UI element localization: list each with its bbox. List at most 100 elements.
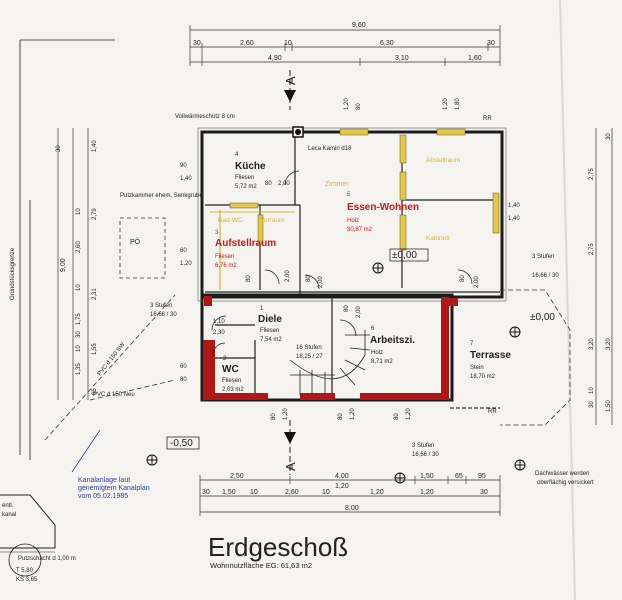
svg-text:oberflächig versickert: oberflächig versickert xyxy=(537,480,594,486)
dim-top-r1-e: 30 xyxy=(487,40,495,47)
svg-text:2,00: 2,00 xyxy=(285,270,291,282)
old-label-abstellraum: Abstellraum xyxy=(426,157,460,164)
stairs-left-dim: 16,66 / 30 xyxy=(150,312,177,318)
dim-top-r2-c: 1,60 xyxy=(468,55,482,62)
room-area-diele: 7,54 m2 xyxy=(260,337,282,343)
dachwasser-note: Dachwässer werden oberflächig versickert xyxy=(535,471,594,486)
dim-left-10: 1,35 xyxy=(76,363,82,375)
property-boundary: Grundstücksgrenze xyxy=(10,39,115,460)
window-dims: 1,20 80 1,20 1,80 90 1,40 60 1,20 1,40 1… xyxy=(180,98,520,420)
yellow-openings xyxy=(229,128,500,251)
svg-text:7: 7 xyxy=(470,341,474,347)
room-area-arbeitszimmer: 8,71 m2 xyxy=(371,359,393,365)
svg-text:1,40: 1,40 xyxy=(508,203,520,209)
room-kuche: 4 Küche Fliesen 5,72 m2 xyxy=(235,152,266,190)
old-label-kabinett: Kabinett xyxy=(426,235,450,242)
room-wc: 2 WC Fliesen 2,03 m2 xyxy=(222,356,244,393)
svg-text:3,20: 3,20 xyxy=(589,338,595,350)
plan-subtitle: Wohnnutzfläche EG: 61,63 m2 xyxy=(210,561,312,570)
svg-text:10: 10 xyxy=(322,489,330,496)
stairs-right-label: 3 Stufen xyxy=(532,254,554,260)
svg-text:kanal: kanal xyxy=(2,512,16,518)
svg-text:30: 30 xyxy=(606,133,612,140)
svg-text:80: 80 xyxy=(246,275,252,282)
svg-text:4: 4 xyxy=(235,152,239,158)
level-marker-right xyxy=(514,459,526,471)
insulation-outline xyxy=(197,127,507,302)
dim-left-0: 30 xyxy=(56,145,62,152)
svg-text:95: 95 xyxy=(478,473,486,480)
svg-text:1,40: 1,40 xyxy=(508,216,520,222)
svg-text:Fliesen: Fliesen xyxy=(260,328,279,334)
svg-text:80: 80 xyxy=(271,413,277,420)
dim-top-r1-b: 2,60 xyxy=(240,40,254,47)
svg-text:genemigtem Kanalplan: genemigtem Kanalplan xyxy=(78,485,150,492)
svg-text:1,50: 1,50 xyxy=(420,473,434,480)
room-arbeitszimmer: 6 Arbeitszi. Holz 8,71 m2 xyxy=(370,326,415,365)
svg-text:2,00: 2,00 xyxy=(356,306,362,318)
dim-top-overall: 9,60 xyxy=(352,22,366,29)
dim-top-r1-a: 30 xyxy=(193,40,201,47)
room-name-aufstellraum: Aufstellraum xyxy=(215,238,276,249)
svg-text:30: 30 xyxy=(480,489,488,496)
svg-text:2,00: 2,00 xyxy=(474,276,480,288)
stairs-bottom-label: 3 Stufen xyxy=(412,443,434,449)
svg-text:80: 80 xyxy=(460,275,466,282)
room-area-wc: 2,03 m2 xyxy=(222,387,244,393)
room-name-essen: Essen-Wohnen xyxy=(347,202,419,213)
left-dimensions: 30 1,40 2,79 10 2,60 2,31 10 1,75 30 1,5… xyxy=(56,128,98,400)
rr-bottom-label: RR xyxy=(488,409,497,415)
putzschacht-label: Putzschacht d 1,00 m xyxy=(18,556,76,562)
svg-text:2: 2 xyxy=(223,356,227,362)
svg-text:80: 80 xyxy=(265,181,272,187)
svg-text:10: 10 xyxy=(250,489,258,496)
svg-text:3: 3 xyxy=(215,230,219,236)
stairs-right-dim: 16,66 / 30 xyxy=(532,273,559,279)
svg-text:10: 10 xyxy=(589,387,595,394)
plan-title: Erdgeschoß xyxy=(208,532,348,562)
section-marker-bottom: A xyxy=(283,420,298,475)
svg-text:1,20: 1,20 xyxy=(335,483,349,490)
po-label: PÖ xyxy=(130,238,141,246)
kamin-label: Leca Kamin d18 xyxy=(308,146,352,152)
svg-text:Fliesen: Fliesen xyxy=(222,378,241,384)
svg-text:60: 60 xyxy=(180,364,187,370)
level-terrace-label: ±0,00 xyxy=(530,312,555,323)
svg-text:vom 05.02.1985: vom 05.02.1985 xyxy=(78,493,128,500)
svg-text:1,20: 1,20 xyxy=(344,98,350,110)
dim-top-r1-c: 10 xyxy=(284,40,292,47)
room-aufstellraum: 3 Aufstellraum Fliesen 6,76 m2 xyxy=(215,230,276,269)
room-area-aufstellraum: 6,76 m2 xyxy=(215,263,237,269)
room-name-diele: Diele xyxy=(258,314,282,325)
svg-text:30: 30 xyxy=(589,401,595,408)
old-plan-labels: Zimmer Abstellraum Kabinett Bad-WC Vorra… xyxy=(218,157,460,242)
svg-text:6: 6 xyxy=(371,326,375,332)
dim-bottom-overall: 8,00 xyxy=(345,505,359,512)
bottom-dimensions: 2,50 4,00 1,50 65 95 30 1,50 10 2,60 10 … xyxy=(199,473,501,516)
svg-text:1,20: 1,20 xyxy=(420,489,434,496)
level-marker-outside: -0,50 xyxy=(146,436,200,466)
stairs-left-label: 3 Stufen xyxy=(150,303,172,309)
svg-text:Holz: Holz xyxy=(371,350,383,356)
svg-text:1,20: 1,20 xyxy=(406,408,412,420)
section-label-top: A xyxy=(283,76,298,85)
svg-text:1,20: 1,20 xyxy=(350,408,356,420)
svg-text:1,80: 1,80 xyxy=(455,98,461,110)
svg-text:1,20: 1,20 xyxy=(443,98,449,110)
svg-text:4,00: 4,00 xyxy=(335,473,349,480)
svg-text:80: 80 xyxy=(306,275,312,282)
brick-walls xyxy=(203,296,458,400)
room-area-kuche: 5,72 m2 xyxy=(235,184,257,190)
pvc-neu-label: PVC d 150 Neu xyxy=(93,392,135,398)
svg-text:60: 60 xyxy=(180,248,187,254)
stairs-16-dim: 18,25 / 27 xyxy=(296,354,323,360)
boundary-label: Grundstücksgrenze xyxy=(10,247,16,300)
svg-text:80: 80 xyxy=(180,377,187,383)
svg-text:1,40: 1,40 xyxy=(180,176,192,182)
svg-text:Stein: Stein xyxy=(470,365,484,371)
svg-text:2,30: 2,30 xyxy=(213,330,225,336)
level-marker-terrace: ±0,00 xyxy=(509,312,555,338)
room-name-wc: WC xyxy=(222,364,239,375)
